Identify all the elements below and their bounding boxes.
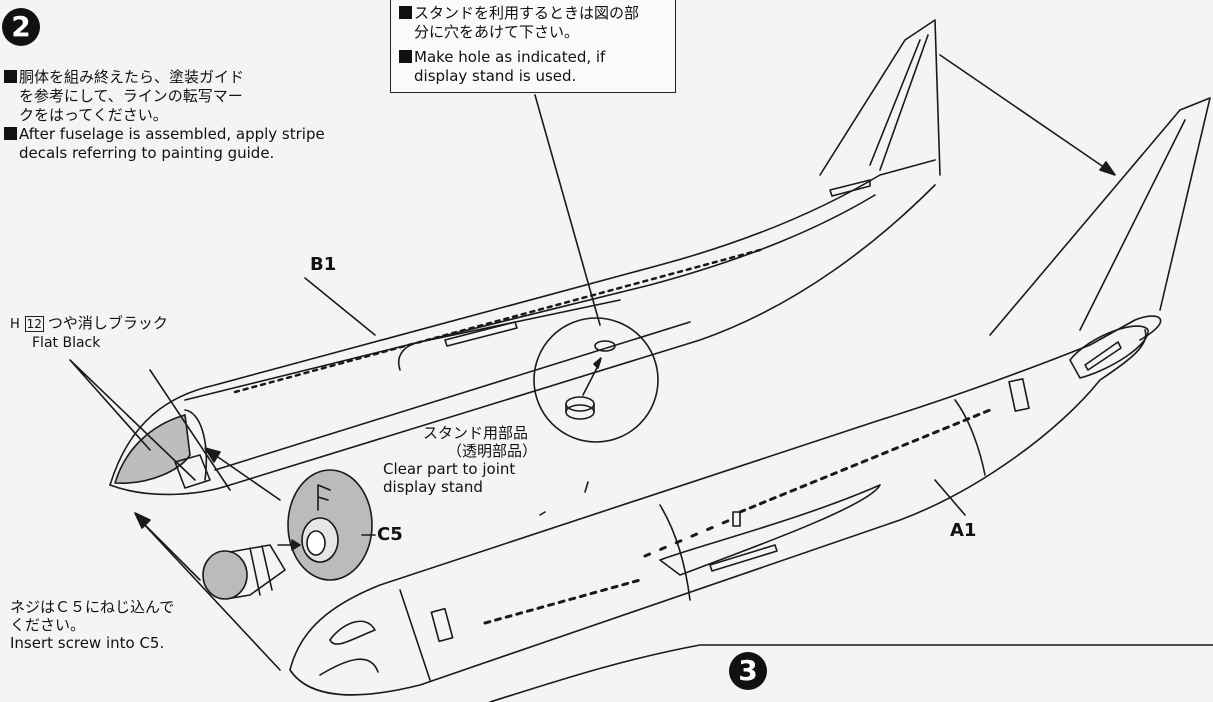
- stand-detail-circle: [533, 94, 659, 443]
- stand-part-en-line2: display stand: [383, 478, 483, 496]
- screw-part: [202, 544, 286, 600]
- stand-note-jp-line2: 分に穴をあけて下さい。: [414, 23, 580, 41]
- stand-note-en-line1: Make hole as indicated, if: [414, 48, 606, 66]
- fuselage-note-jp-line3: クをはってください。: [19, 106, 168, 124]
- stand-part-note: スタンド用部品 （透明部品） Clear part to joint displ…: [383, 424, 553, 496]
- stand-note-jp-line1: スタンドを利用するときは図の部: [414, 4, 640, 22]
- fuselage-note-jp-line2: を参考にして、ラインの転写マー: [19, 87, 243, 105]
- bullet-square-icon: [399, 50, 412, 63]
- paint-code: 12: [24, 316, 44, 332]
- part-label-b1: B1: [310, 254, 337, 275]
- paint-prefix: H: [10, 317, 20, 332]
- step-3-badge: 3: [729, 652, 767, 690]
- stand-part-jp-line1: スタンド用部品: [423, 424, 529, 442]
- screw-note-jp-line1: ネジはＣ５にねじ込んで: [10, 598, 175, 616]
- stand-note-en-line2: display stand is used.: [414, 67, 577, 85]
- bullet-square-icon: [4, 127, 17, 140]
- paint-name-jp: つや消しブラック: [47, 314, 168, 332]
- fuselage-note-en-line1: After fuselage is assembled, apply strip…: [19, 125, 325, 143]
- stand-part-en-line1: Clear part to joint: [383, 460, 516, 478]
- part-label-c5: C5: [377, 524, 403, 545]
- stand-hole-note: スタンドを利用するときは図の部 分に穴をあけて下さい。 Make hole as…: [390, 0, 676, 93]
- bullet-square-icon: [4, 70, 17, 83]
- paint-name-en: Flat Black: [32, 335, 101, 351]
- step-2-badge: 2: [2, 8, 40, 46]
- fuselage-decal-note: 胴体を組み終えたら、塗装ガイド を参考にして、ラインの転写マー クをはってくださ…: [4, 68, 384, 163]
- screw-note-en-line1: Insert screw into C5.: [10, 634, 165, 652]
- fuselage-note-jp-line1: 胴体を組み終えたら、塗装ガイド: [19, 68, 245, 86]
- fuselage-half-b1: [109, 19, 941, 496]
- stand-part-jp-line2: （透明部品）: [447, 442, 538, 460]
- screw-note: ネジはＣ５にねじ込んで ください。 Insert screw into C5.: [10, 598, 210, 652]
- fuselage-a1: [289, 97, 1211, 696]
- part-c5: [287, 469, 376, 581]
- fuselage-note-en-line2: decals referring to painting guide.: [19, 144, 275, 162]
- part-label-a1: A1: [950, 520, 977, 541]
- screw-note-jp-line2: ください。: [10, 616, 86, 634]
- bullet-square-icon: [399, 6, 412, 19]
